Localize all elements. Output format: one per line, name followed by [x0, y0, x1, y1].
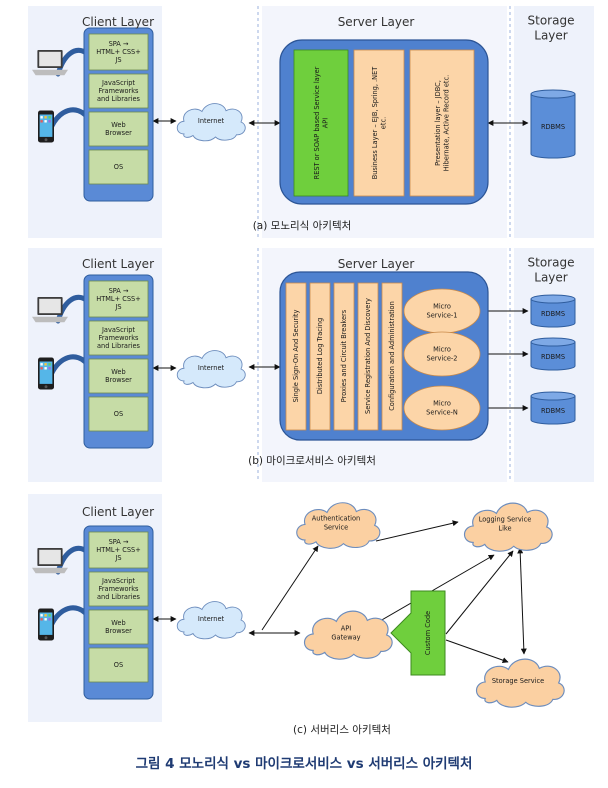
- micro-service-node: [403, 385, 481, 431]
- client-layer-title: Client Layer: [82, 15, 154, 29]
- micro-client-box: [88, 396, 149, 432]
- micro-service-node: [403, 331, 481, 377]
- business-layer-label: Business Layer – EJB, Spring, .NETetc.: [371, 66, 388, 180]
- rdbms-label: RDBMS: [541, 407, 565, 415]
- mono-client-box: [88, 111, 149, 147]
- business-layer-panel: [353, 49, 405, 197]
- rdbms-cylinder: [530, 391, 576, 425]
- infrastructure-label: Configuration and Administration: [388, 301, 396, 411]
- serverless-client-box-label: OS: [114, 661, 123, 669]
- laptop-icon: [32, 50, 68, 76]
- infrastructure-panel: [357, 282, 379, 431]
- serverless-client-box: [88, 609, 149, 645]
- mono-client-box: [88, 73, 149, 109]
- infrastructure-panel: [285, 282, 307, 431]
- serverless-client-box: [88, 647, 149, 683]
- rdbms-cylinder: [530, 294, 576, 328]
- client-layer-title: Client Layer: [82, 505, 154, 519]
- rdbms-label: RDBMS: [541, 310, 565, 318]
- rdbms-cylinder: [530, 89, 576, 159]
- infrastructure-panel: [333, 282, 355, 431]
- custom-code-label: Custom Code: [424, 611, 432, 655]
- infrastructure-label: Service Registration And Discovery: [364, 298, 372, 414]
- laptop-icon: [32, 297, 68, 323]
- caption-b: (b) 마이크로서비스 아키텍처: [248, 455, 376, 467]
- mono-client-box-label: OS: [114, 163, 123, 171]
- phone-icon: [38, 357, 54, 390]
- caption-c: (c) 서버리스 아키텍처: [293, 724, 391, 736]
- infrastructure-panel: [381, 282, 403, 431]
- infrastructure-label: Single Sign-On And Security: [292, 309, 300, 402]
- micro-client-box: [88, 358, 149, 394]
- infrastructure-panel: [309, 282, 331, 431]
- presentation-layer-panel: [409, 49, 475, 197]
- serverless-client-box-label: SPA →HTML+ CSS+JS: [96, 538, 140, 562]
- gateway-logging-arrow: [379, 554, 495, 622]
- custom-code-arrow: [390, 590, 446, 676]
- rdbms-label: RDBMS: [541, 123, 565, 131]
- micro-internet-label: Internet: [198, 364, 225, 372]
- rdbms-label: RDBMS: [541, 353, 565, 361]
- code-storage-arrow: [445, 639, 509, 664]
- serverless-client-box: [88, 571, 149, 607]
- laptop-icon: [32, 548, 68, 574]
- mono-client-box-label: SPA →HTML+ CSS+JS: [96, 40, 140, 64]
- infrastructure-label: Proxies and Circuit Breakers: [340, 309, 348, 402]
- micro-client-box-label: SPA →HTML+ CSS+JS: [96, 287, 140, 311]
- service-layer-api-label: REST or SOAP based Service layerAPI: [313, 66, 330, 179]
- serverless-client-box: [88, 531, 149, 569]
- phone-icon: [38, 608, 54, 641]
- mono-client-box: [88, 149, 149, 185]
- infrastructure-label: Distributed Log Tracing: [316, 318, 324, 394]
- figure-caption: 그림 4 모노리식 vs 마이크로서비스 vs 서버리스 아키텍처: [136, 755, 473, 772]
- logging-storage-arrow: [517, 547, 527, 655]
- mono-client-box: [88, 33, 149, 71]
- code-logging-arrow: [445, 550, 514, 635]
- server-layer-title: Server Layer: [338, 257, 415, 271]
- client-layer-title: Client Layer: [82, 257, 154, 271]
- micro-client-box: [88, 320, 149, 356]
- micro-client-box: [88, 280, 149, 318]
- rdbms-cylinder: [530, 337, 576, 371]
- auth-logging-arrow: [375, 520, 459, 542]
- serverless-internet-label: Internet: [198, 615, 225, 623]
- presentation-layer-label: Presentation layer – JDBC,Hibernate, Act…: [434, 75, 451, 171]
- storage-service-label: Storage Service: [492, 677, 544, 685]
- micro-client-box-label: OS: [114, 410, 123, 418]
- gateway-auth-arrow: [261, 545, 319, 631]
- phone-icon: [38, 110, 54, 143]
- server-layer-title: Server Layer: [338, 15, 415, 29]
- mono-internet-label: Internet: [198, 117, 225, 125]
- caption-a: (a) 모노리식 아키텍처: [253, 220, 352, 232]
- service-layer-api-panel: [293, 49, 349, 197]
